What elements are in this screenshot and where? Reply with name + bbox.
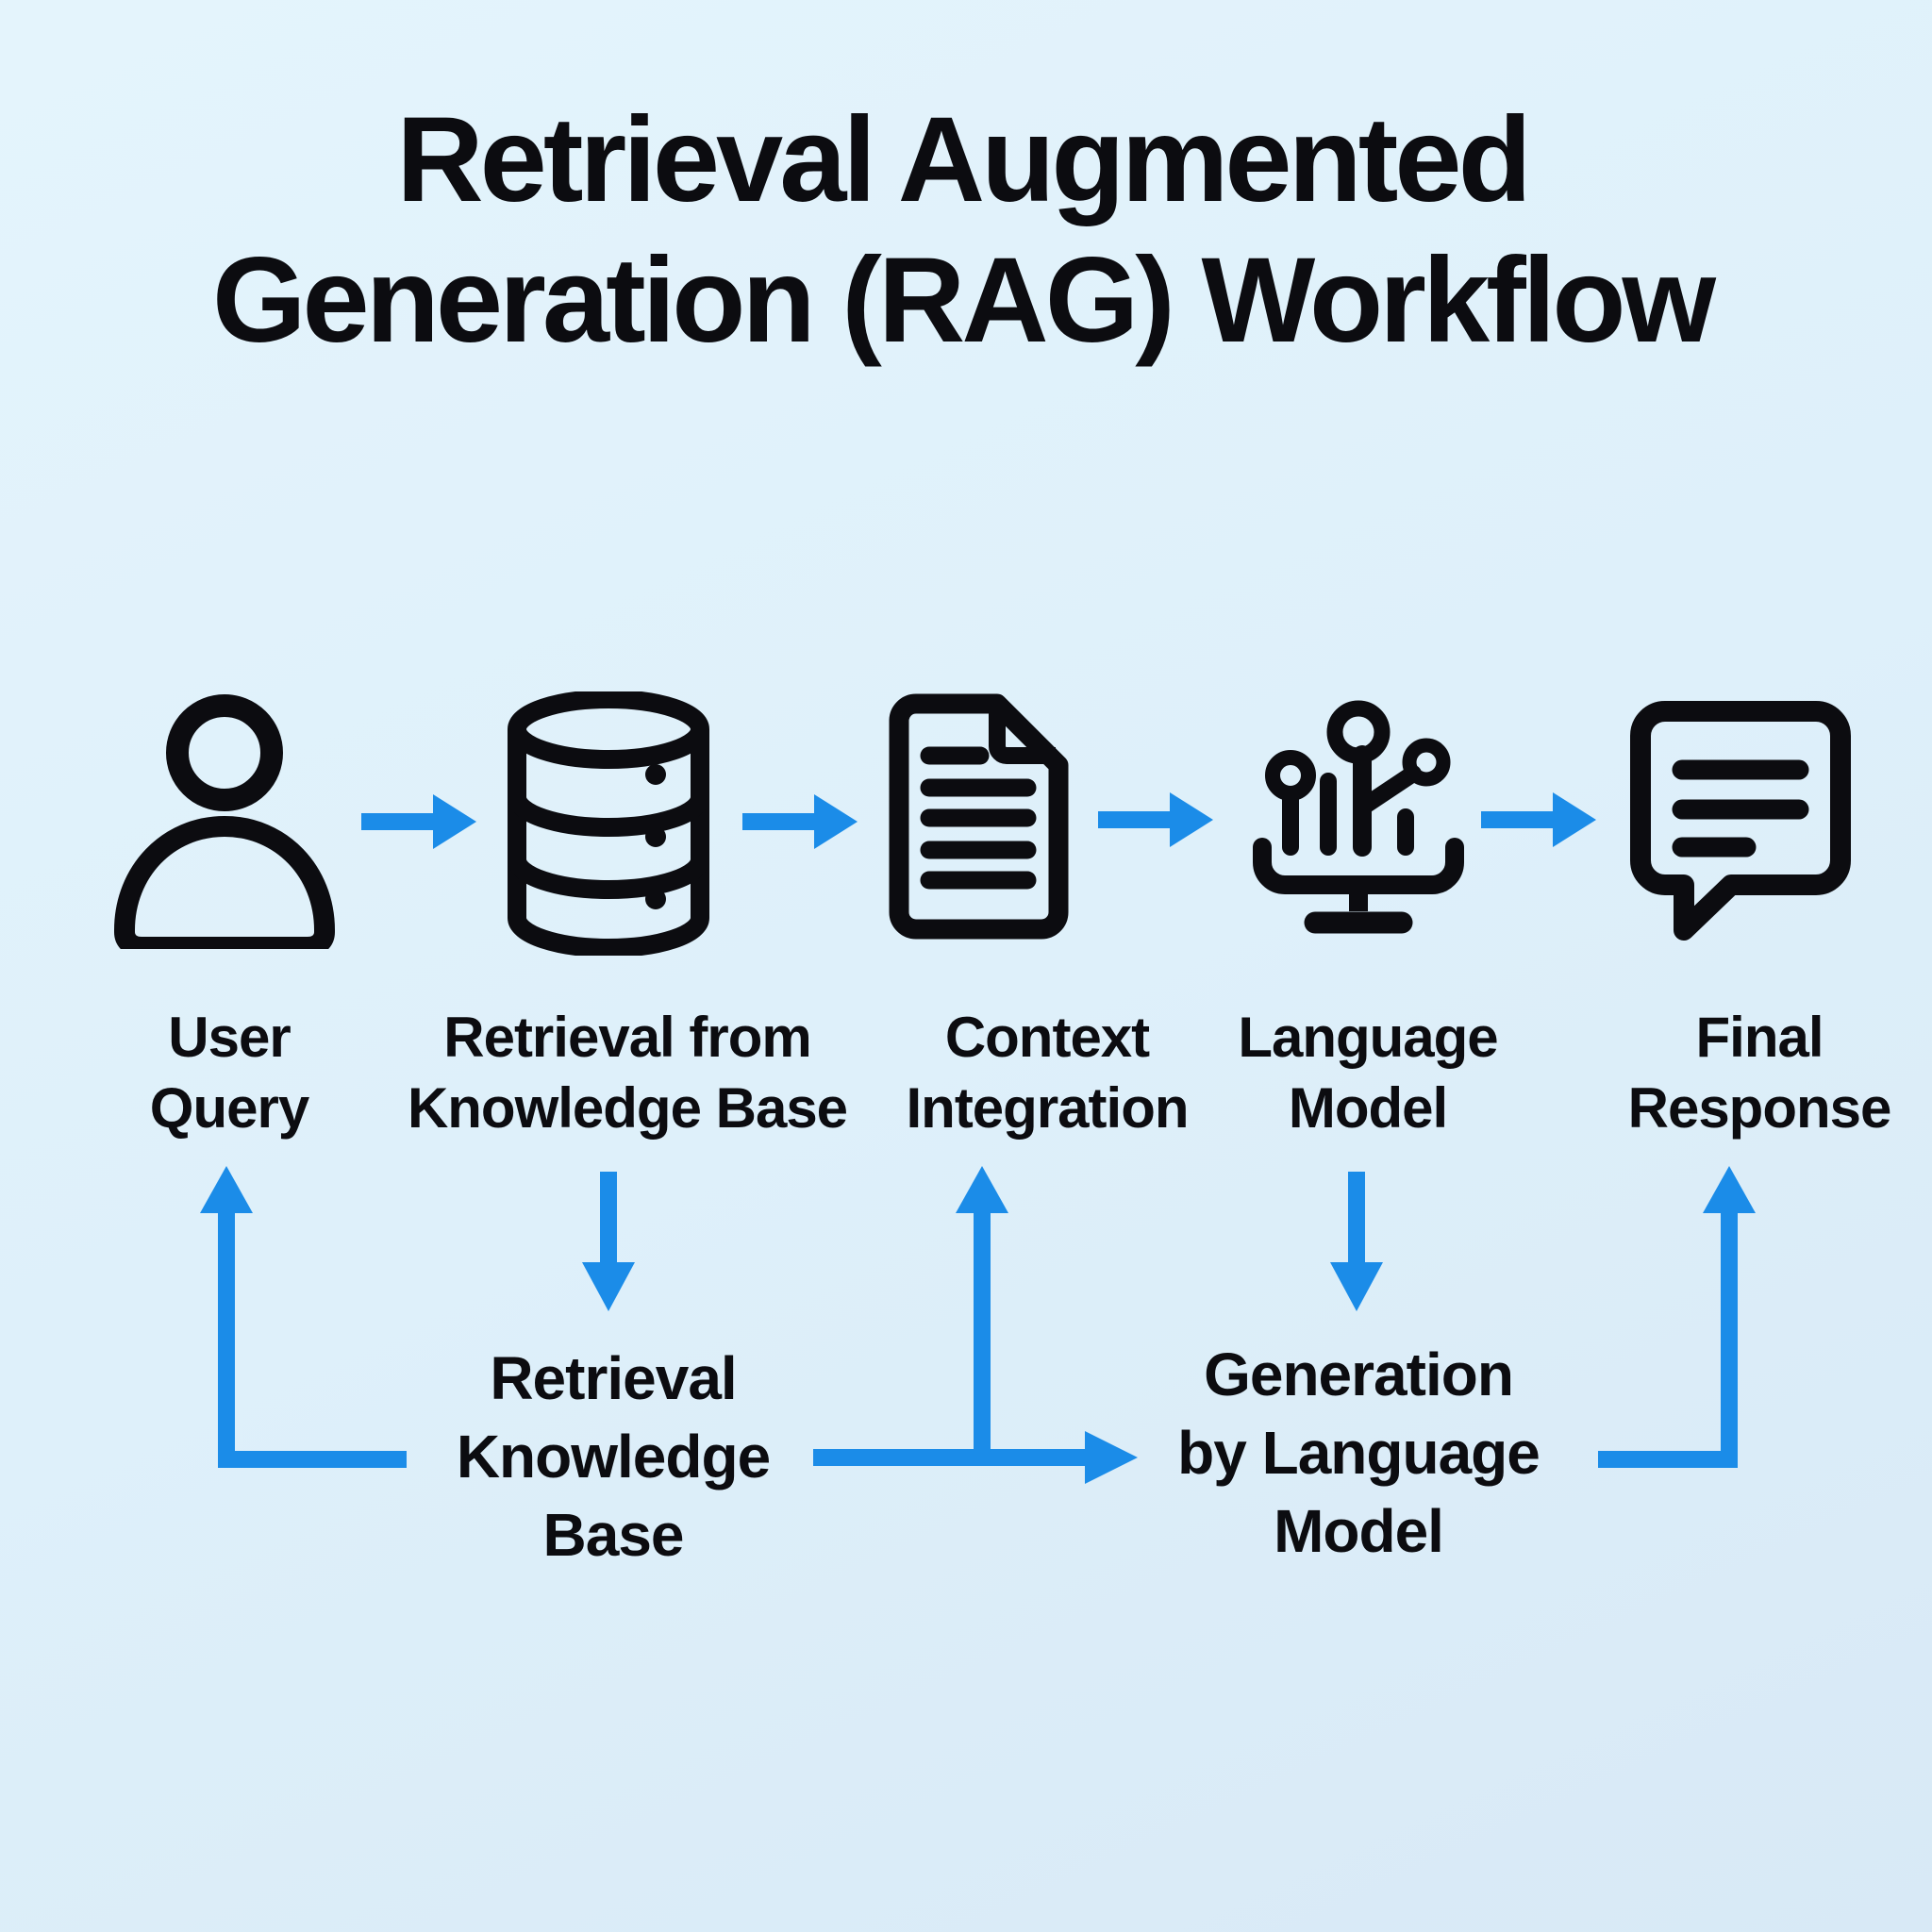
step-retrieval-kb [507, 691, 710, 956]
label-user-query-line2: Query [149, 1076, 309, 1140]
label-user-query: User Query [149, 1002, 309, 1143]
label-context-integration-line1: Context [944, 1006, 1150, 1069]
node-retrieval-knowledge-base: Retrieval Knowledge Base [456, 1340, 771, 1574]
label-final-response-line1: Final [1695, 1006, 1824, 1069]
page-title-line2: Generation (RAG) Workflow [211, 233, 1716, 368]
arrow-document-to-model [1098, 792, 1215, 847]
step-context-integration [884, 693, 1069, 941]
arrow-model-to-response [1481, 792, 1598, 847]
node-generation-by-language-model: Generation by Language Model [1177, 1336, 1541, 1571]
page-title: Retrieval Augmented Generation (RAG) Wor… [211, 90, 1716, 371]
label-retrieval-from-kb-line1: Retrieval from [443, 1006, 811, 1069]
label-context-integration: Context Integration [906, 1002, 1190, 1143]
database-icon [508, 691, 709, 956]
node-retrieval-kb-line1: Retrieval [490, 1344, 737, 1412]
label-retrieval-from-kb: Retrieval from Knowledge Base [407, 1002, 848, 1143]
label-final-response-line2: Response [1627, 1076, 1892, 1140]
step-language-model [1243, 696, 1474, 943]
model-icon [1253, 700, 1464, 934]
connector-loopback-to-user-query [200, 1166, 409, 1470]
document-icon [889, 693, 1069, 940]
arrow-down-to-retrieval-kb-node [582, 1172, 635, 1313]
label-final-response: Final Response [1627, 1002, 1892, 1143]
arrow-down-to-generation-node [1330, 1172, 1383, 1313]
label-language-model-line2: Model [1288, 1076, 1448, 1140]
node-retrieval-kb-line3: Base [542, 1501, 685, 1569]
chat-bubble-icon [1630, 701, 1851, 941]
arrow-user-to-database [361, 794, 478, 849]
user-icon [114, 694, 335, 949]
label-context-integration-line2: Integration [906, 1076, 1190, 1140]
connector-generation-to-final-response [1598, 1166, 1760, 1470]
page-title-line1: Retrieval Augmented [396, 92, 1532, 227]
label-language-model-line1: Language [1238, 1006, 1498, 1069]
label-user-query-line1: User [168, 1006, 291, 1069]
connector-kb-to-generation-and-context [813, 1166, 1141, 1487]
label-retrieval-from-kb-line2: Knowledge Base [407, 1076, 848, 1140]
step-final-response [1622, 698, 1859, 953]
node-generation-line3: Model [1274, 1497, 1444, 1565]
label-language-model: Language Model [1238, 1002, 1498, 1143]
node-retrieval-kb-line2: Knowledge [456, 1423, 771, 1491]
arrow-database-to-document [742, 794, 859, 849]
node-generation-line2: by Language [1177, 1419, 1541, 1487]
step-user-query [108, 694, 341, 949]
node-generation-line1: Generation [1204, 1341, 1514, 1408]
